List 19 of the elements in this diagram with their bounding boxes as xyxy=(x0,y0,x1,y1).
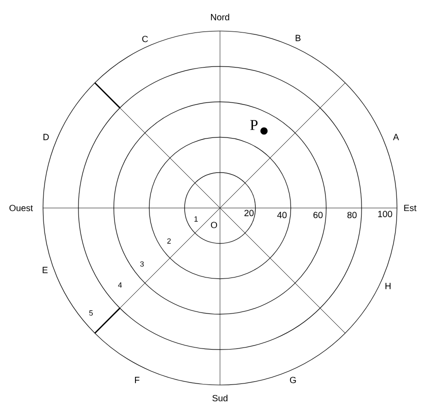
sector-label: E xyxy=(42,266,48,274)
direction-label: Est xyxy=(404,204,416,212)
radius-label: 80 xyxy=(347,212,357,218)
point-label: P xyxy=(250,120,258,130)
radius-label: 20 xyxy=(244,210,254,216)
origin-label: O xyxy=(210,222,218,228)
sector-label: H xyxy=(386,282,391,290)
sector-label: G xyxy=(290,376,296,384)
radius-label: 60 xyxy=(313,212,323,218)
direction-label: Ouest xyxy=(9,204,33,212)
sector-label: B xyxy=(296,34,301,42)
sector-label: A xyxy=(393,134,399,140)
radius-label: 100 xyxy=(378,210,392,218)
sector-label: F xyxy=(135,376,140,384)
sector-label: D xyxy=(44,134,49,140)
radius-label: 40 xyxy=(277,212,287,218)
direction-label: Nord xyxy=(211,14,230,20)
direction-label: Sud xyxy=(212,394,228,402)
sector-label: C xyxy=(142,36,148,42)
